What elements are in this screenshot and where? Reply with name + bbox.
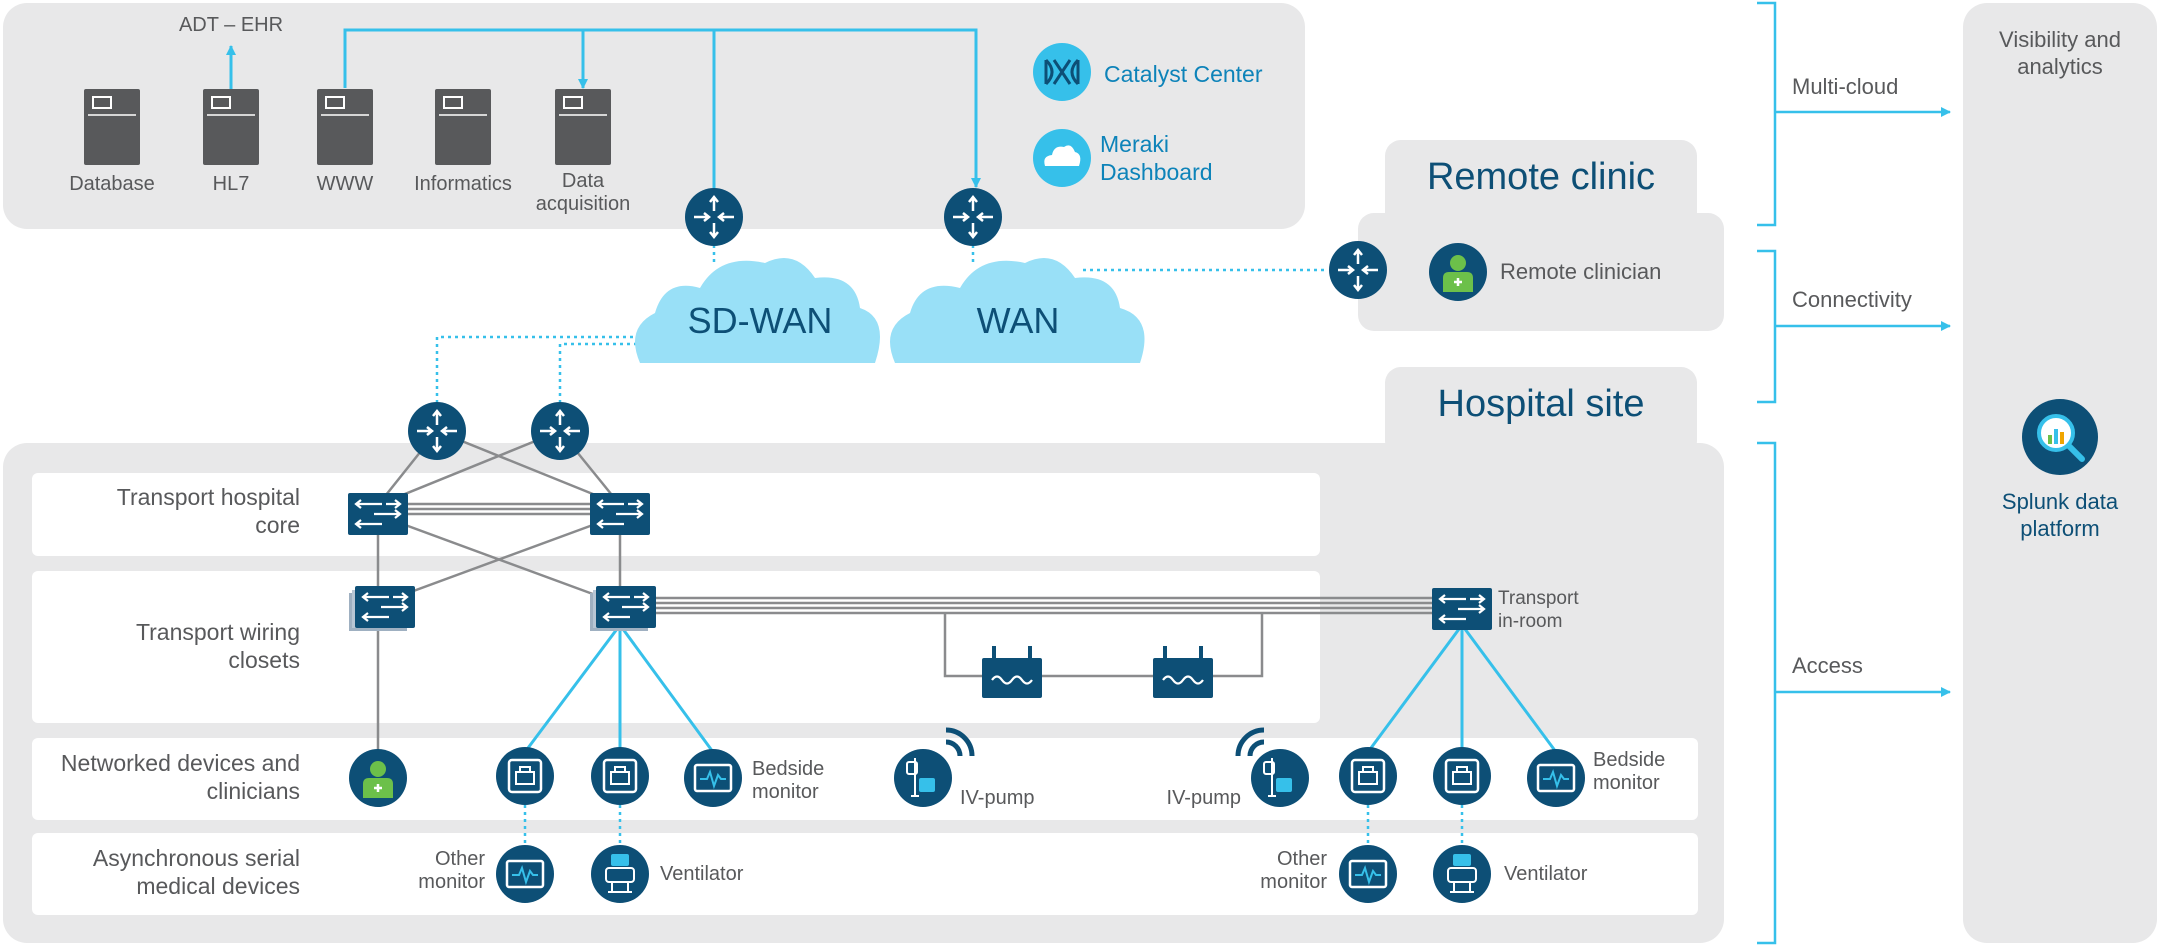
catalyst-center-label: Catalyst Center [1104,61,1263,87]
other-monitor-icon-1 [494,843,556,905]
other-monitor-label-2: Other monitor [1260,848,1327,893]
router-hospital-1 [406,400,468,462]
row-label-core: Transport hospital core [116,484,300,538]
ventilator-icon-1 [590,844,650,904]
adt-ehr-label: ADT – EHR [179,14,283,36]
meraki-cloud-icon [1033,129,1091,187]
server-label-database: Database [69,173,155,195]
ventilator-icon-2 [1432,844,1492,904]
bedside-monitor-label-2: Bedside monitor [1593,749,1666,794]
ethernet-port-icon-2 [589,745,651,807]
transport-in-room-label: Transport in-room [1498,588,1579,632]
server-database [83,88,141,166]
bedside-monitor-icon-1 [682,747,744,809]
ventilator-label-2: Ventilator [1504,863,1588,885]
clinician-icon [347,747,409,809]
ethernet-port-icon-1 [494,745,556,807]
iv-pump-icon-1 [893,748,953,808]
datacenter-links [226,28,981,190]
remote-clinic-title: Remote clinic [1427,156,1655,198]
router-remote [1327,239,1389,301]
server-data-acquisition [554,88,612,166]
server-hl7 [202,88,260,166]
sdwan-label: SD-WAN [688,300,833,341]
remote-clinician-icon [1427,241,1489,303]
datacenter-panel [3,3,1305,229]
brackets [1757,1,1951,945]
server-label-hl7: HL7 [213,173,250,195]
remote-clinician-label: Remote clinician [1500,259,1661,284]
router-datacenter-1 [683,186,745,248]
router-hospital-2 [529,400,591,462]
bedside-monitor-icon-2 [1525,747,1587,809]
multi-cloud-label: Multi-cloud [1792,74,1898,99]
iv-pump-label-2: IV-pump [1167,787,1241,809]
ethernet-port-icon-3 [1337,745,1399,807]
switch-stack-closet-1 [349,586,415,631]
server-www [316,88,374,166]
sdwan-cloud [635,258,880,363]
router-datacenter-2 [942,186,1004,248]
wan-label: WAN [977,300,1060,341]
splunk-analytics-icon [2022,399,2098,475]
other-monitor-icon-2 [1337,843,1399,905]
server-label-www: WWW [317,173,374,195]
server-label-data-acquisition: Data acquisition [535,170,631,215]
access-label: Access [1792,653,1863,678]
server-informatics [434,88,492,166]
switch-in-room [1430,586,1494,632]
bedside-monitor-label-1: Bedside monitor [752,758,825,803]
remote-clinic-panel [1358,140,1724,331]
access-links [523,624,1558,753]
row-label-wiring: Transport wiring closets [135,619,300,673]
row-label-serial: Asynchronous serial medical devices [92,845,300,899]
server-label-informatics: Informatics [414,173,512,195]
switch-core-2 [588,491,652,537]
catalyst-center-icon [1033,43,1091,101]
connectivity-label: Connectivity [1792,287,1912,312]
iv-pump-icon-2 [1250,748,1310,808]
meraki-dashboard-label: Meraki Dashboard [1100,131,1213,185]
visibility-title: Visibility and analytics [1999,27,2121,79]
switch-stack-closet-2 [590,586,656,631]
other-monitor-label-1: Other monitor [418,848,485,893]
hospital-site-title: Hospital site [1438,383,1645,425]
iv-pump-label-1: IV-pump [960,787,1034,809]
switch-core-1 [346,491,410,537]
ventilator-label-1: Ventilator [660,863,744,885]
wan-cloud [890,258,1145,363]
row-label-networked: Networked devices and clinicians [60,750,300,804]
ethernet-port-icon-4 [1431,745,1493,807]
splunk-label: Splunk data platform [2001,489,2119,541]
